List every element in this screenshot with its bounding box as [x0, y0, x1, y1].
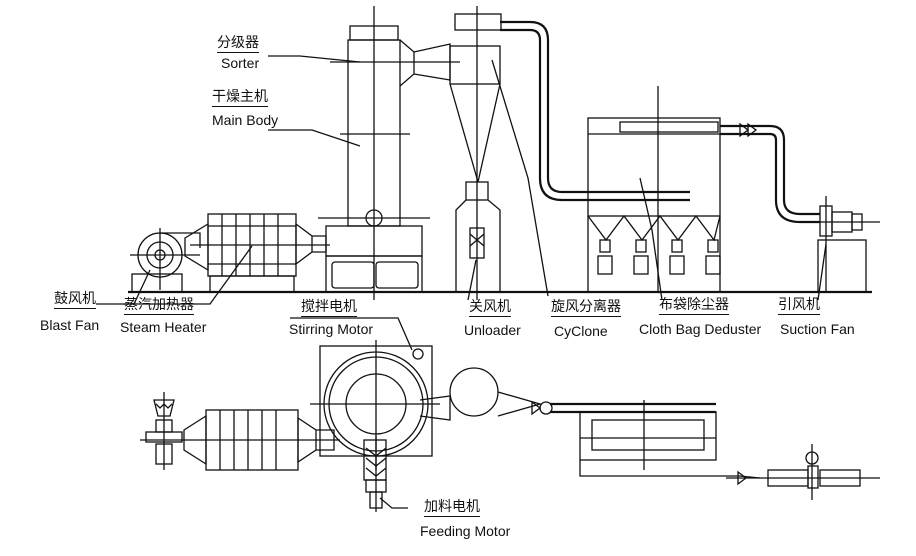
feeding-motor-label-en: Feeding Motor	[420, 523, 511, 539]
stirring-motor-label-zh: 搅拌电机	[301, 299, 357, 317]
sorter-label-en: Sorter	[221, 55, 260, 71]
feeding-motor-label-zh: 加料电机	[424, 499, 480, 517]
unloader-label-en: Unloader	[464, 322, 521, 338]
cyclone-label-zh: 旋风分离器	[551, 299, 621, 317]
main-body-label-en: Main Body	[212, 112, 279, 128]
blast-fan-label-en: Blast Fan	[40, 317, 100, 333]
blast-fan	[130, 228, 201, 293]
top-view	[140, 340, 880, 512]
main-body-label-zh: 干燥主机	[212, 89, 268, 107]
suction-fan	[800, 196, 880, 293]
bag-duster-label-zh: 布袋除尘器	[659, 297, 729, 315]
cyclone	[449, 6, 690, 300]
sorter-label-zh: 分级器	[217, 35, 259, 53]
suction-fan-label-en: Suction Fan	[780, 321, 855, 337]
leader-lines	[96, 55, 827, 509]
unloader-label-zh: 关风机	[469, 299, 511, 317]
steam-heater-label-zh: 蒸汽加热器	[124, 297, 194, 315]
steam-heater-label-en: Steam Heater	[120, 319, 207, 335]
cloth-bag-deduster	[587, 86, 820, 292]
cyclone-label-en: CyClone	[554, 323, 608, 339]
main-body	[318, 6, 460, 300]
stirring-motor-label-en: Stirring Motor	[289, 321, 374, 337]
steam-heater	[184, 213, 330, 293]
bag-duster-label-en: Cloth Bag Deduster	[639, 321, 762, 337]
blast-fan-label-zh: 鼓风机	[54, 291, 96, 309]
suction-fan-label-zh: 引风机	[778, 297, 820, 315]
